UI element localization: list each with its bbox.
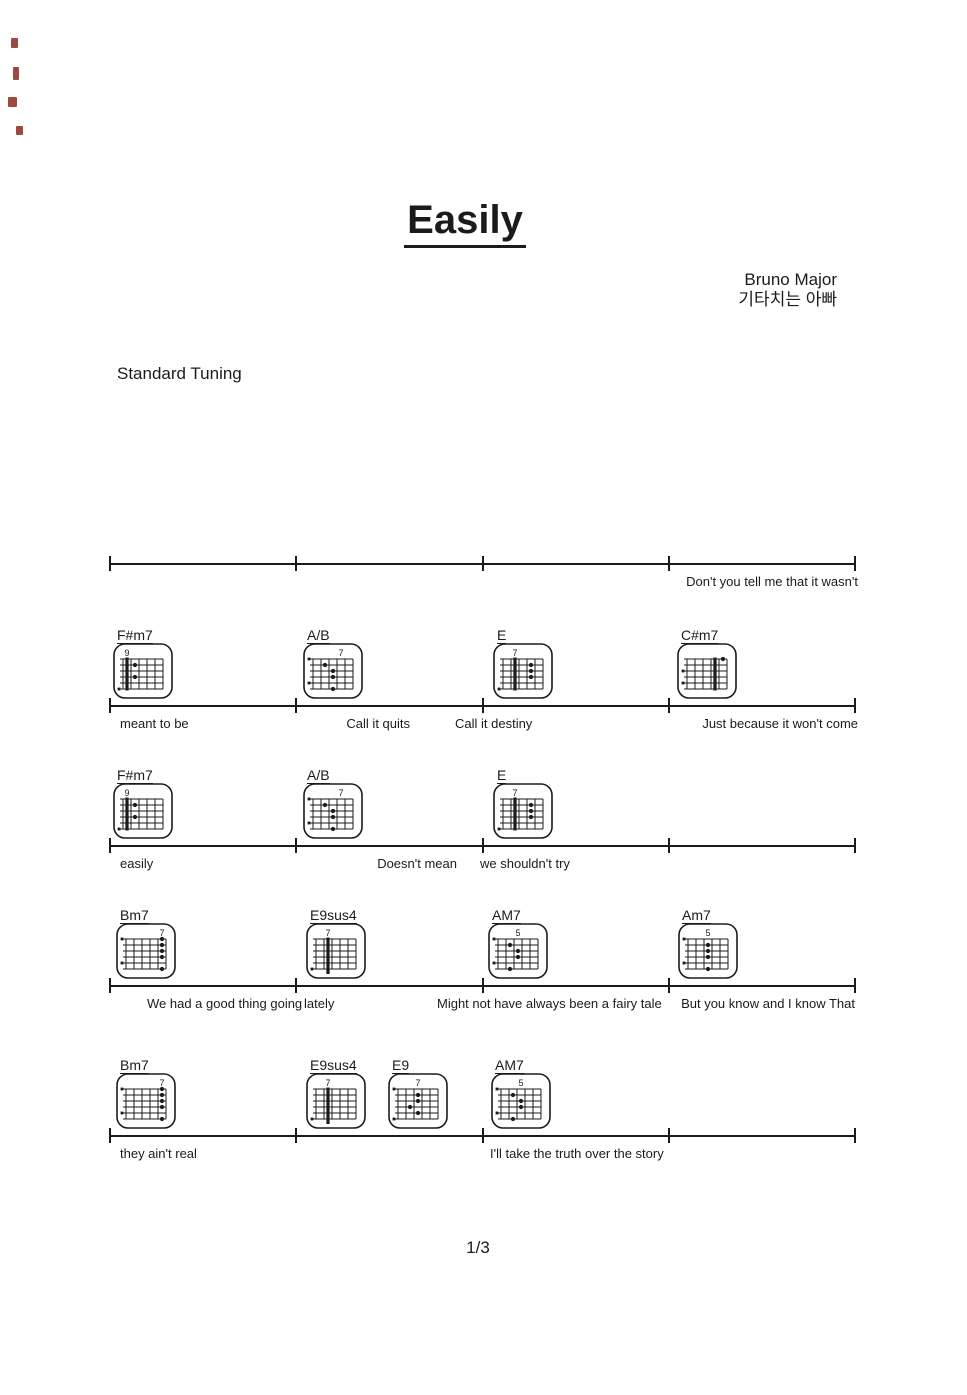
barline-tick	[667, 978, 670, 993]
barline-tick	[481, 698, 484, 713]
scan-mark	[16, 126, 23, 135]
lyric: meant to be	[120, 716, 189, 731]
svg-text:7: 7	[338, 648, 343, 658]
chord-label: E	[497, 767, 507, 784]
barline-tick	[854, 698, 856, 713]
svg-text:7: 7	[159, 1078, 164, 1088]
chord-label: E9sus4	[310, 1057, 357, 1074]
barline-tick	[854, 1128, 856, 1143]
barline-tick	[481, 838, 484, 853]
chord-diagram: 9	[113, 643, 173, 704]
chord-diagram	[677, 643, 737, 704]
chord-diagram: 7	[306, 923, 366, 984]
lyric: easily	[120, 856, 154, 871]
chord-diagram: 7	[493, 643, 553, 704]
barline-tick	[667, 556, 670, 571]
lyric: we shouldn't try	[480, 856, 570, 871]
chord-diagram: 7	[303, 783, 363, 844]
scan-mark	[11, 38, 18, 48]
chord-diagram: 7	[303, 643, 363, 704]
chord-diagram: 7	[116, 1073, 176, 1134]
lyric: I'll take the truth over the story	[490, 1146, 664, 1161]
svg-text:7: 7	[338, 788, 343, 798]
transcriber-name: 기타치는 아빠	[738, 290, 837, 309]
lyric: they ain't real	[120, 1146, 197, 1161]
chord-label: F#m7	[117, 627, 153, 644]
scan-mark	[13, 67, 19, 80]
svg-text:7: 7	[159, 928, 164, 938]
chord-label: AM7	[492, 907, 521, 924]
barline-tick	[481, 1128, 484, 1143]
barline-tick	[854, 556, 856, 571]
barline-tick	[295, 698, 298, 713]
page-number: 1/3	[466, 1238, 490, 1257]
lyric: But you know and I know That	[681, 996, 855, 1011]
svg-text:7: 7	[512, 648, 517, 658]
barline-tick	[854, 978, 856, 993]
lyric: lately	[304, 996, 335, 1011]
svg-text:9: 9	[124, 648, 129, 658]
artist-name: Bruno Major	[744, 270, 837, 289]
chord-label: E	[497, 627, 507, 644]
lyric: Call it destiny	[455, 716, 533, 731]
svg-text:7: 7	[512, 788, 517, 798]
svg-text:5: 5	[518, 1078, 523, 1088]
song-title: Easily	[404, 198, 526, 248]
chord-label: Bm7	[120, 907, 149, 924]
chord-label: A/B	[307, 767, 330, 784]
chord-label: Bm7	[120, 1057, 149, 1074]
barline-tick	[109, 698, 111, 713]
chord-diagram: 7	[306, 1073, 366, 1134]
chord-diagram: 7	[493, 783, 553, 844]
chord-label: C#m7	[681, 627, 719, 644]
chord-label: E9	[392, 1057, 410, 1074]
chord-label: F#m7	[117, 767, 153, 784]
barline-tick	[667, 1128, 670, 1143]
barline-tick	[109, 838, 111, 853]
title-wrap: Easily	[0, 198, 930, 248]
chord-diagram: 7	[388, 1073, 448, 1134]
chord-label: Am7	[682, 907, 711, 924]
barline-tick	[481, 978, 484, 993]
svg-text:9: 9	[124, 788, 129, 798]
lyric: We had a good thing going	[147, 996, 303, 1011]
barline-tick	[109, 556, 111, 571]
chord-diagram: 5	[678, 923, 738, 984]
lyric: Just because it won't come	[702, 716, 858, 731]
chord-diagram: 5	[491, 1073, 551, 1134]
barline-tick	[109, 978, 111, 993]
barline-tick	[295, 556, 298, 571]
lyric: Don't you tell me that it wasn't	[686, 574, 858, 589]
svg-text:7: 7	[415, 1078, 420, 1088]
svg-text:7: 7	[325, 1078, 330, 1088]
barline-tick	[295, 838, 298, 853]
lyric: Might not have always been a fairy tale	[437, 996, 662, 1011]
chord-label: A/B	[307, 627, 330, 644]
barline-tick	[481, 556, 484, 571]
barline-tick	[295, 978, 298, 993]
chord-label: AM7	[495, 1057, 524, 1074]
svg-text:7: 7	[325, 928, 330, 938]
lyric: Doesn't mean	[377, 856, 457, 871]
barline-tick	[295, 1128, 298, 1143]
barline-tick	[109, 1128, 111, 1143]
byline: Bruno Major 기타치는 아빠	[738, 270, 837, 310]
scan-mark	[8, 97, 17, 107]
tuning-label: Standard Tuning	[117, 364, 242, 383]
barline-tick	[667, 838, 670, 853]
svg-text:5: 5	[705, 928, 710, 938]
chord-diagram: 7	[116, 923, 176, 984]
chord-diagram: 5	[488, 923, 548, 984]
lyric: Call it quits	[346, 716, 410, 731]
barline-tick	[854, 838, 856, 853]
barline-tick	[667, 698, 670, 713]
chord-diagram: 9	[113, 783, 173, 844]
svg-text:5: 5	[515, 928, 520, 938]
chord-label: E9sus4	[310, 907, 357, 924]
